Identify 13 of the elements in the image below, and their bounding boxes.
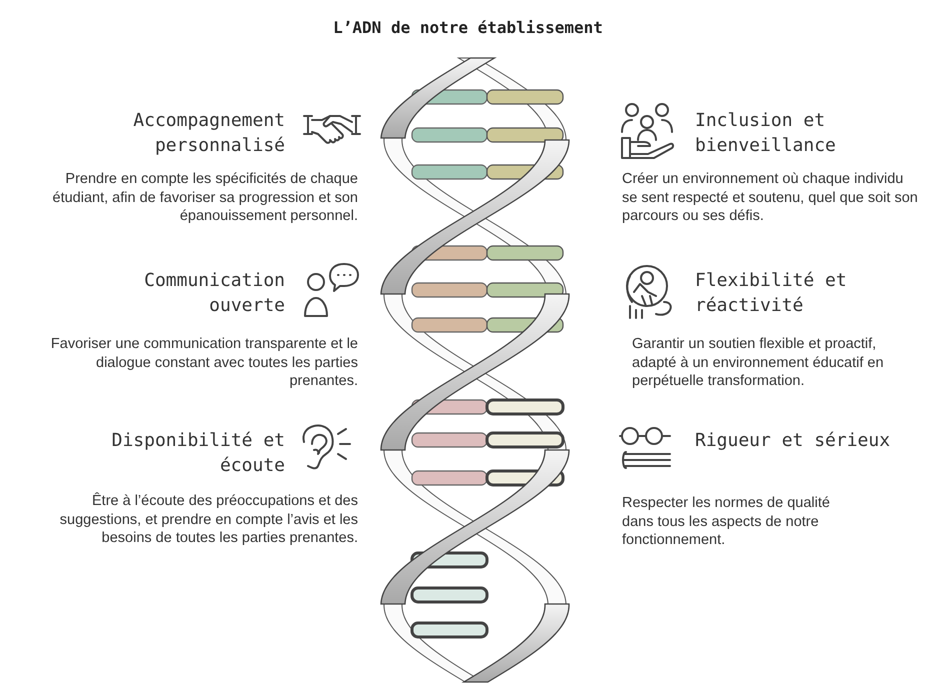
section-heading: Disponibilité et écoute <box>110 429 285 478</box>
description-text: Prendre en compte les spécificités de chaque étudiant, afin de favoriser sa progression et son épanouissement personnel. <box>52 170 358 226</box>
description-text: Favoriser une communication transparente et le dialogue constant avec toutes les parties prenantes. <box>50 335 358 390</box>
description-text: Respecter les normes de qualité dans tous les aspects de notre fonctionnement. <box>622 494 831 550</box>
description-text: Être à l’écoute des préoccupations et des suggestions, et prendre en compte l’avis et les besoins de toutes les parties prenantes. <box>58 492 358 548</box>
description-text: Garantir un soutien flexible et proactif, adapté à un environnement éducatif en perpétuelle transformation. <box>632 335 885 390</box>
section-heading: Inclusion et bienveillance <box>695 109 837 158</box>
description-text: Créer un environnement où chaque individu se sent respecté et soutenu, quel que soit son parcours ou ses défis. <box>622 170 919 226</box>
section-heading: Flexibilité et réactivité <box>695 269 848 318</box>
section-heading: Communication ouverte <box>143 269 285 318</box>
section-heading: Rigueur et sérieux <box>695 429 892 453</box>
diagram-title: L’ADN de notre établissement <box>332 18 604 37</box>
section-heading: Accompagnement personnalisé <box>132 109 285 158</box>
